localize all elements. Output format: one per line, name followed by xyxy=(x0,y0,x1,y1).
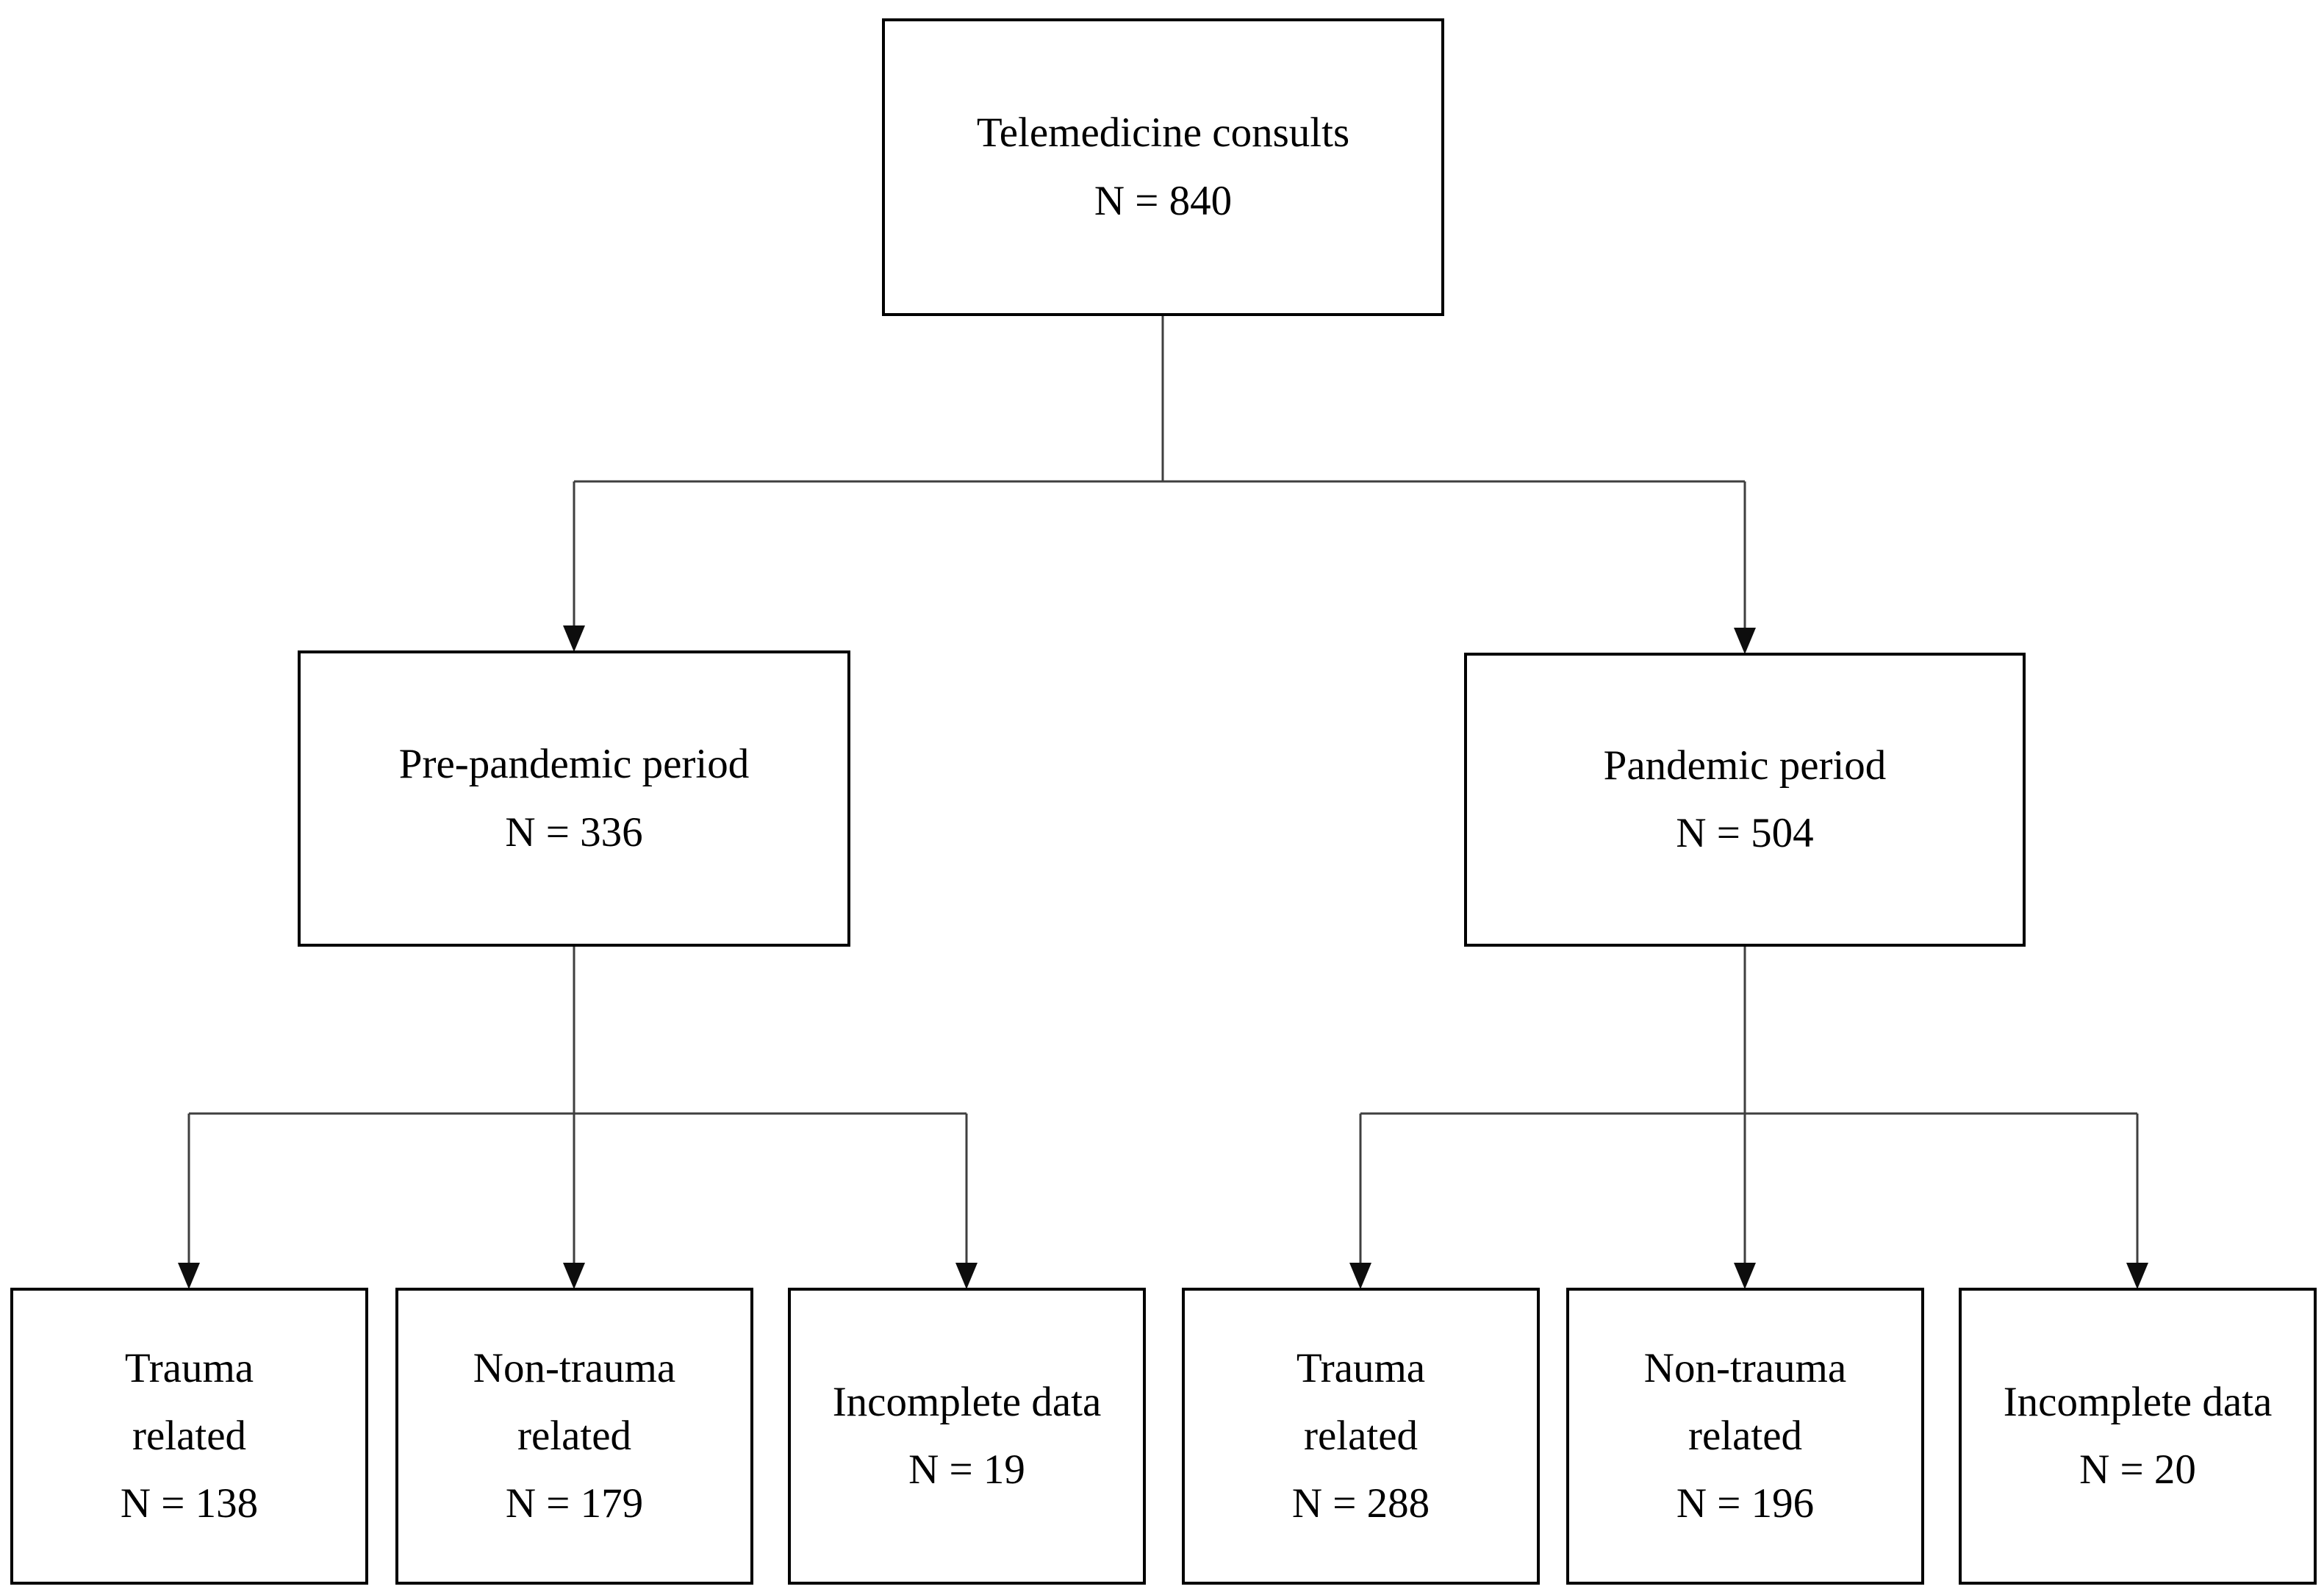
node-pandemic-non-trauma-related: Non-trauma related N = 196 xyxy=(1566,1288,1924,1585)
arrowhead xyxy=(2126,1263,2148,1289)
arrowhead xyxy=(1349,1263,1371,1289)
node-pre-trauma-related: Trauma related N = 138 xyxy=(10,1288,368,1585)
arrowheads-tier2-right xyxy=(1349,1263,2148,1289)
node-pandemic-incomplete-data: Incomplete data N = 20 xyxy=(1959,1288,2317,1585)
node-telemedicine-consults: Telemedicine consults N = 840 xyxy=(882,18,1444,316)
node-pandemic-trauma-related: Trauma related N = 288 xyxy=(1182,1288,1540,1585)
node-telemedicine-consults-label: Telemedicine consults N = 840 xyxy=(976,110,1350,224)
node-pandemic-period-label: Pandemic period N = 504 xyxy=(1603,742,1887,856)
node-pre-incomplete-data: Incomplete data N = 19 xyxy=(788,1288,1146,1585)
arrowhead xyxy=(563,625,585,652)
connector-pre-to-children xyxy=(187,947,968,1268)
connector-pandemic-to-children xyxy=(1359,947,2139,1268)
arrowhead xyxy=(1734,1263,1756,1289)
node-pre-non-trauma-related-label: Non-trauma related N = 179 xyxy=(473,1344,676,1527)
arrowhead xyxy=(955,1263,978,1289)
node-pandemic-period: Pandemic period N = 504 xyxy=(1464,653,2026,947)
node-pre-pandemic-period: Pre-pandemic period N = 336 xyxy=(298,650,850,947)
arrowheads-tier2-left xyxy=(178,1263,978,1289)
node-pre-trauma-related-label: Trauma related N = 138 xyxy=(120,1344,259,1527)
node-pre-non-trauma-related: Non-trauma related N = 179 xyxy=(395,1288,753,1585)
arrowhead xyxy=(178,1263,200,1289)
arrowheads-tier1 xyxy=(563,625,1756,654)
node-pandemic-trauma-related-label: Trauma related N = 288 xyxy=(1291,1344,1430,1527)
arrowhead xyxy=(563,1263,585,1289)
arrowhead xyxy=(1734,628,1756,654)
connector-root-to-periods xyxy=(573,316,1746,633)
node-pre-incomplete-data-label: Incomplete data N = 19 xyxy=(832,1378,1102,1493)
node-pandemic-incomplete-data-label: Incomplete data N = 20 xyxy=(2003,1378,2273,1493)
node-pandemic-non-trauma-related-label: Non-trauma related N = 196 xyxy=(1643,1344,1847,1527)
node-pre-pandemic-period-label: Pre-pandemic period N = 336 xyxy=(398,741,750,856)
